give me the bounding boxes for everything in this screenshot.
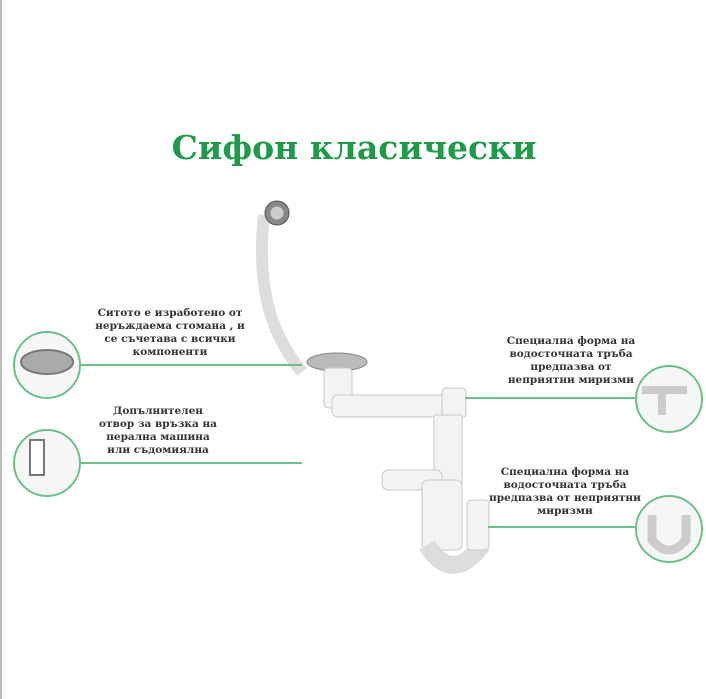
callout-trap-form-text: Специална форма на водосточната тръба пр… — [489, 466, 641, 517]
callout-strainer-text: Ситото е изработено от неръждаема стоман… — [95, 307, 245, 358]
side-inlet-closeup-icon — [13, 429, 81, 497]
page-title: Сифон класически — [171, 128, 537, 167]
siphon-product-image — [255, 200, 490, 574]
callout-side-inlet-text: Допълнителен отвор за връзка на перална … — [99, 405, 217, 456]
callout-pipe-form-text: Специална форма на водосточната тръба пр… — [506, 335, 636, 386]
